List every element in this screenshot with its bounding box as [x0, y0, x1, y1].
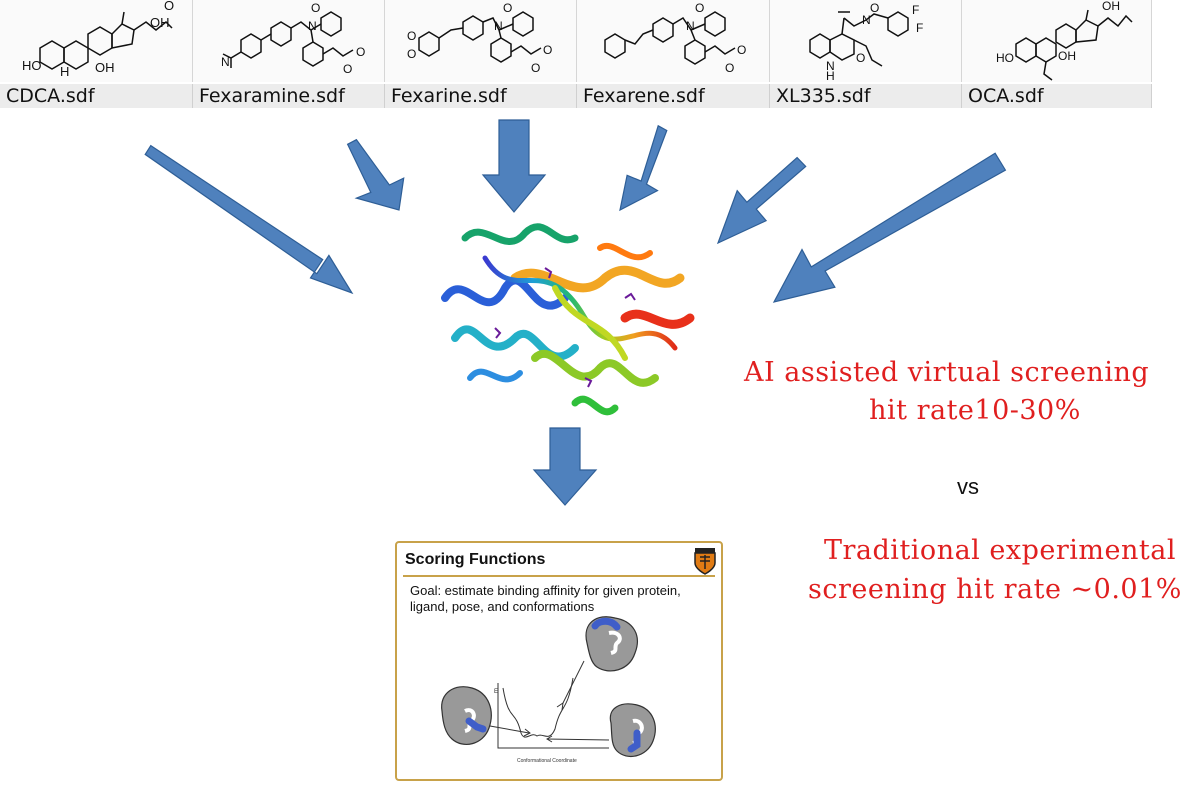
- oca-structure-icon: HO OH OH: [962, 0, 1152, 82]
- protein-pocket-top: [585, 616, 638, 672]
- file-name: OCA.sdf: [962, 84, 1152, 108]
- vs-label: vs: [957, 474, 979, 499]
- svg-text:O: O: [725, 61, 734, 75]
- ai-screening-note: AI assisted virtual screening: [744, 357, 1150, 388]
- energy-landscape-diagram: E Conformational Coordinate: [441, 616, 656, 764]
- svg-text:H: H: [826, 69, 835, 82]
- traditional-hit-rate: screening hit rate ~0.01%: [808, 574, 1182, 605]
- file-tile-oca[interactable]: HO OH OH OCA.sdf: [962, 0, 1152, 108]
- svg-text:OH: OH: [1058, 49, 1076, 63]
- svg-text:O: O: [531, 61, 540, 75]
- svg-text:F: F: [912, 3, 919, 17]
- ai-hit-rate: hit rate10-30%: [869, 395, 1081, 426]
- slide-divider: [403, 575, 715, 577]
- svg-text:O: O: [356, 45, 365, 59]
- arrow-from-xl335: [716, 156, 807, 245]
- file-name: CDCA.sdf: [0, 84, 193, 108]
- svg-text:N: N: [686, 19, 695, 33]
- protein-pocket-right: [609, 703, 656, 758]
- svg-text:O: O: [695, 1, 704, 15]
- slide-goal-text: Goal: estimate binding affinity for give…: [410, 583, 681, 614]
- svg-text:F: F: [916, 21, 923, 35]
- svg-text:O: O: [543, 43, 552, 57]
- arrow-from-fexaramine: [346, 138, 405, 211]
- arrow-from-cdca: [144, 144, 354, 295]
- scoring-functions-slide: Scoring Functions Goal: estimate binding…: [395, 541, 723, 781]
- svg-text:O: O: [856, 51, 865, 65]
- protein-structure-image: [425, 208, 710, 423]
- slide-title: Scoring Functions: [405, 551, 546, 568]
- svg-text:O: O: [311, 1, 320, 15]
- arrow-to-scoring: [532, 427, 598, 506]
- traditional-screening-note: Traditional experimental: [824, 535, 1176, 566]
- svg-text:N: N: [826, 59, 835, 73]
- svg-text:O: O: [343, 62, 352, 76]
- svg-text:O: O: [503, 1, 512, 15]
- svg-text:O: O: [407, 47, 416, 61]
- svg-text:OH: OH: [95, 60, 115, 75]
- svg-text:H: H: [60, 64, 69, 79]
- file-name: Fexaramine.sdf: [193, 84, 385, 108]
- svg-text:OH: OH: [150, 15, 170, 30]
- svg-text:N: N: [308, 19, 317, 33]
- svg-text:N: N: [221, 55, 230, 69]
- svg-text:N: N: [862, 13, 871, 27]
- file-name: XL335.sdf: [770, 84, 962, 108]
- arrow-from-fexarine: [481, 119, 547, 213]
- svg-text:HO: HO: [22, 58, 42, 73]
- svg-text:OH: OH: [1102, 0, 1120, 13]
- arrow-from-fexarene: [619, 124, 668, 212]
- shield-logo-icon: [693, 547, 717, 580]
- protein-pocket-left: [441, 686, 492, 745]
- svg-text:N: N: [494, 19, 503, 33]
- file-name: Fexarene.sdf: [577, 84, 770, 108]
- svg-text:O: O: [737, 43, 746, 57]
- svg-text:O: O: [407, 29, 416, 43]
- svg-text:O: O: [870, 1, 879, 15]
- axis-y-label: E: [494, 689, 498, 695]
- svg-text:O: O: [164, 0, 174, 13]
- arrow-from-oca: [772, 152, 1007, 303]
- svg-text:HO: HO: [996, 51, 1014, 65]
- file-name: Fexarine.sdf: [385, 84, 577, 108]
- axis-x-label: Conformational Coordinate: [517, 758, 577, 764]
